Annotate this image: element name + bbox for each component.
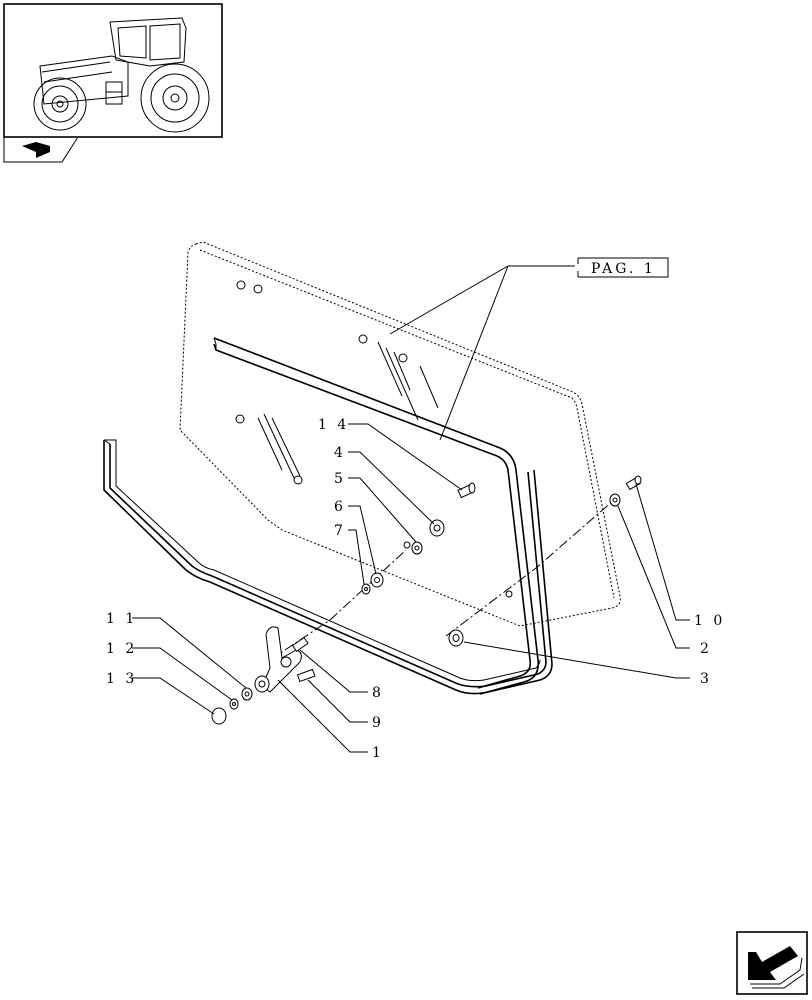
callout-6: 6 [334,499,346,515]
latch-handle-part-1 [254,626,302,693]
callout-10: 1 0 [694,613,725,629]
screw-part-14 [457,482,476,499]
callout-numbers: 1 4 4 5 6 7 1 1 1 2 1 3 1 0 2 3 8 9 1 [106,417,725,761]
callout-3: 3 [700,671,712,687]
next-page-button[interactable] [736,931,808,995]
screw-part-10 [625,475,642,491]
page-reference: PAG. 1 [389,257,669,441]
callout-11: 1 1 [106,611,137,627]
book-icon [22,142,50,158]
cap-part-13 [211,707,227,725]
glass-pane [179,241,621,627]
page-reference-label: PAG. 1 [591,261,656,277]
washer-part-6 [370,572,384,588]
pin-part-8 [291,636,309,652]
callout-2: 2 [700,641,712,657]
washer-part-12 [229,698,239,710]
callout-5: 5 [334,471,346,487]
callout-13: 1 3 [106,671,137,687]
washer-part-7 [361,583,371,595]
lower-gasket [103,439,553,695]
washer-part-11 [241,687,253,701]
pin-part-9 [296,668,316,683]
hardware-parts [211,475,642,725]
washer-part-5 [411,541,423,555]
assembly-axis-right [445,499,615,637]
grommet-part-3 [448,629,464,647]
callout-12: 1 2 [106,641,137,657]
callout-4: 4 [334,445,346,461]
callout-7: 7 [334,523,346,539]
glass-seal [213,337,540,695]
callout-1: 1 [372,745,384,761]
arrow-icon [748,946,805,989]
tractor-illustration [33,17,210,133]
callout-14: 1 4 [318,417,349,433]
washer-part-2 [609,493,621,507]
assembly-axis-left [269,549,407,661]
callout-8: 8 [372,685,384,701]
callout-9: 9 [372,715,384,731]
leader-lines [132,423,690,753]
tractor-thumbnail [3,3,223,163]
